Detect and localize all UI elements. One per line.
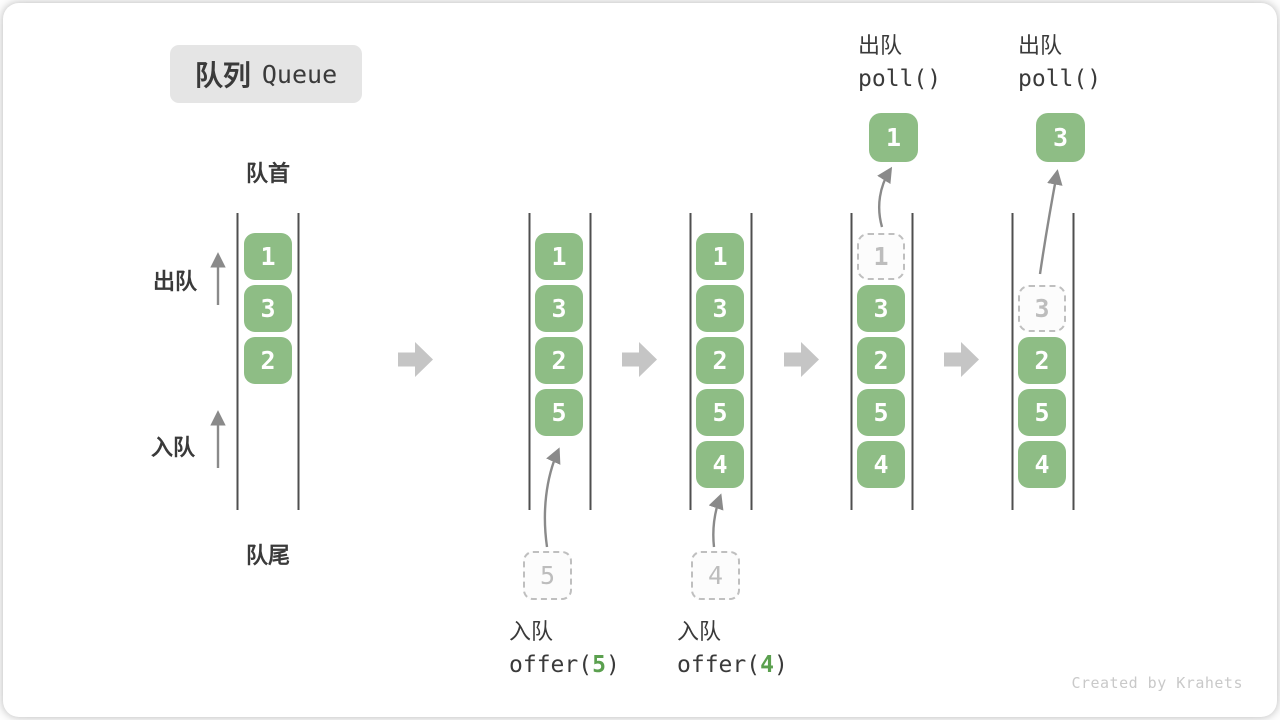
enqueue-op-code: offer(4) bbox=[677, 649, 788, 681]
queue-state-3: 1 3 2 5 4 bbox=[696, 233, 744, 493]
queue-slot: 5 bbox=[857, 389, 905, 436]
next-step-arrow-icon bbox=[944, 342, 979, 377]
code-arg: 4 bbox=[760, 652, 774, 678]
queue-state-2: 1 3 2 5 bbox=[535, 233, 583, 493]
queue-slot: 5 bbox=[696, 389, 744, 436]
front-label: 队首 bbox=[245, 161, 290, 186]
queue-slot: 1 bbox=[535, 233, 583, 280]
title-badge: 队列 Queue bbox=[170, 45, 362, 103]
queue-slot: 3 bbox=[535, 285, 583, 332]
code-open: offer( bbox=[677, 652, 761, 678]
enqueue-op-label-1: 入队 offer(5) bbox=[509, 616, 620, 681]
polled-element: 1 bbox=[869, 113, 918, 162]
enqueue-side-label: 入队 bbox=[151, 435, 196, 460]
title-zh: 队列 bbox=[194, 60, 251, 91]
code-close: ) bbox=[773, 652, 788, 678]
dequeue-side-label: 出队 bbox=[153, 269, 198, 294]
queue-slot: 4 bbox=[696, 441, 744, 488]
queue-slot: 3 bbox=[1018, 285, 1066, 332]
dequeue-op-label-1: 出队 poll() bbox=[858, 30, 941, 95]
queue-slot: 4 bbox=[1018, 441, 1066, 488]
queue-state-4: 1 3 2 5 4 bbox=[857, 233, 905, 493]
title-en: Queue bbox=[261, 59, 338, 89]
enqueue-path-arrow bbox=[708, 493, 724, 548]
queue-slot: 1 bbox=[857, 233, 905, 280]
dequeue-path-arrow bbox=[877, 166, 893, 228]
queue-slot: 1 bbox=[696, 233, 744, 280]
rear-label: 队尾 bbox=[245, 543, 290, 568]
dequeue-op-label-2: 出队 poll() bbox=[1018, 30, 1101, 95]
code-arg: 5 bbox=[592, 652, 606, 678]
dequeue-op-code: poll() bbox=[1018, 66, 1102, 92]
dequeue-op-code: poll() bbox=[858, 66, 942, 92]
queue-slot: 2 bbox=[696, 337, 744, 384]
queue-slot: 3 bbox=[696, 285, 744, 332]
queue-state-5: 3 2 5 4 bbox=[1018, 233, 1066, 493]
next-step-arrow-icon bbox=[784, 342, 819, 377]
pending-element: 4 bbox=[691, 551, 740, 600]
queue-slot: 2 bbox=[535, 337, 583, 384]
dequeue-op-zh: 出队 bbox=[1018, 33, 1063, 58]
queue-slot: 3 bbox=[244, 285, 292, 332]
queue-state-1: 1 3 2 bbox=[244, 233, 292, 493]
enqueue-op-zh: 入队 bbox=[509, 619, 554, 644]
code-open: offer( bbox=[509, 652, 593, 678]
next-step-arrow-icon bbox=[622, 342, 657, 377]
queue-slot: 2 bbox=[244, 337, 292, 384]
queue-slot: 5 bbox=[1018, 389, 1066, 436]
queue-slot: 2 bbox=[1018, 337, 1066, 384]
watermark: Created by Krahets bbox=[1071, 674, 1243, 692]
queue-slot: 4 bbox=[857, 441, 905, 488]
queue-slot: 2 bbox=[857, 337, 905, 384]
dequeue-path-arrow bbox=[1038, 169, 1063, 275]
queue-slot: 5 bbox=[535, 389, 583, 436]
enqueue-op-code: offer(5) bbox=[509, 649, 620, 681]
enqueue-op-label-2: 入队 offer(4) bbox=[677, 616, 788, 681]
enqueue-op-zh: 入队 bbox=[677, 619, 722, 644]
dequeue-op-zh: 出队 bbox=[858, 33, 903, 58]
next-step-arrow-icon bbox=[398, 342, 433, 377]
polled-element: 3 bbox=[1036, 113, 1085, 162]
queue-slot: 1 bbox=[244, 233, 292, 280]
code-close: ) bbox=[605, 652, 620, 678]
pending-element: 5 bbox=[523, 551, 572, 600]
queue-slot: 3 bbox=[857, 285, 905, 332]
enqueue-path-arrow bbox=[543, 447, 561, 548]
